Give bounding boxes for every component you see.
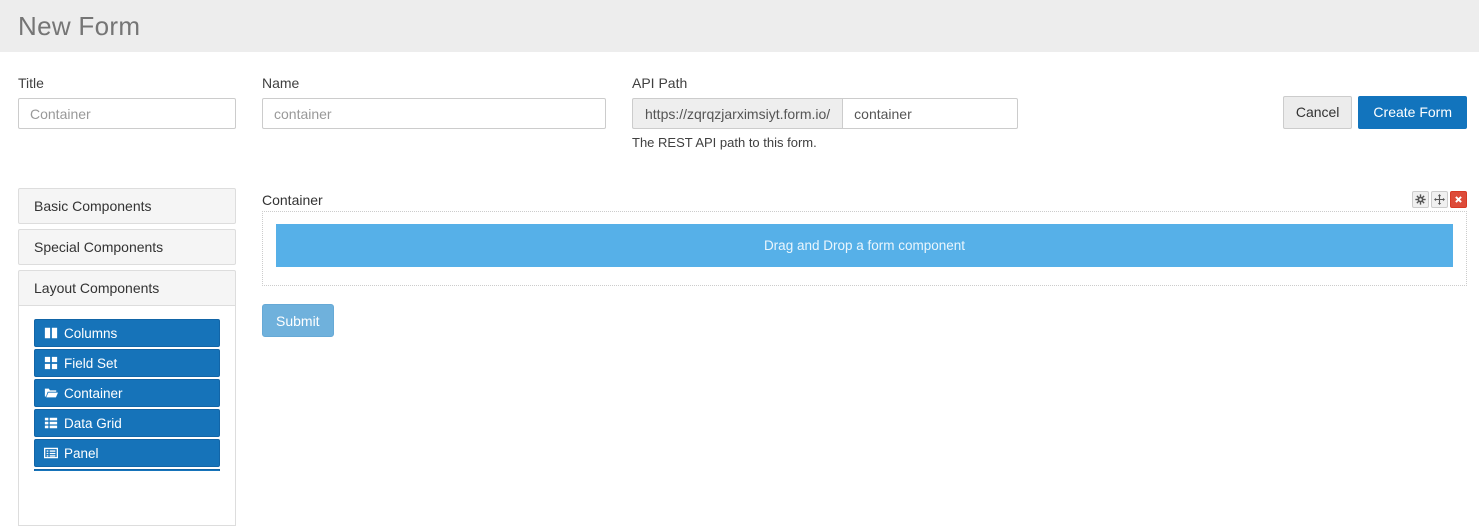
folder-open-icon: [44, 386, 58, 400]
sidebar-group-special-components[interactable]: Special Components: [18, 229, 236, 265]
dropzone[interactable]: Drag and Drop a form component: [276, 224, 1453, 267]
container-component-title: Container: [262, 192, 323, 208]
api-path-input[interactable]: [842, 98, 1019, 129]
list-alt-icon: [44, 446, 58, 460]
cancel-button[interactable]: Cancel: [1282, 96, 1353, 129]
gear-icon[interactable]: [1412, 191, 1429, 208]
builder-canvas: Container Drag and Drop a form component…: [262, 188, 1467, 337]
th-large-icon: [44, 356, 58, 370]
api-path-label: API Path: [632, 75, 688, 91]
component-label: Field Set: [64, 355, 118, 371]
sidebar-group-basic-components[interactable]: Basic Components: [18, 188, 236, 224]
api-path-input-group: https://zqrqzjarximsiyt.form.io/: [632, 98, 1020, 129]
form-actions: Cancel Create Form: [1282, 96, 1467, 129]
page-header: New Form: [0, 0, 1479, 52]
remove-icon[interactable]: [1450, 191, 1467, 208]
create-form-button[interactable]: Create Form: [1358, 96, 1467, 129]
title-field-group: Title: [18, 75, 236, 129]
component-label: Panel: [64, 445, 99, 461]
dropzone-text: Drag and Drop a form component: [763, 238, 966, 253]
component-sidebar: Basic Components Special Components Layo…: [18, 188, 236, 526]
api-path-field-group: API Path https://zqrqzjarximsiyt.form.io…: [632, 75, 1020, 150]
component-toolbar: [1410, 191, 1467, 208]
name-label: Name: [262, 75, 300, 91]
component-button-panel[interactable]: Panel: [34, 439, 220, 467]
title-label: Title: [18, 75, 44, 91]
component-button-columns[interactable]: Columns: [34, 319, 220, 347]
component-label: Data Grid: [64, 415, 122, 431]
columns-icon: [44, 326, 58, 340]
group-label: Layout Components: [34, 280, 160, 296]
form-settings-row: Title Name API Path https://zqrqzjarxims…: [0, 52, 1479, 150]
component-label: Container: [64, 385, 123, 401]
component-button-field-set[interactable]: Field Set: [34, 349, 220, 377]
name-field-group: Name: [262, 75, 606, 129]
group-label: Special Components: [34, 239, 164, 255]
sidebar-group-layout-components[interactable]: Layout Components: [18, 270, 236, 306]
api-path-prefix: https://zqrqzjarximsiyt.form.io/: [632, 98, 843, 129]
th-list-icon: [44, 416, 58, 430]
component-button-data-grid[interactable]: Data Grid: [34, 409, 220, 437]
move-icon[interactable]: [1431, 191, 1448, 208]
container-dropzone-border: Drag and Drop a form component: [262, 211, 1467, 286]
submit-button[interactable]: Submit: [262, 304, 334, 337]
component-label: Columns: [64, 325, 118, 341]
api-path-help-text: The REST API path to this form.: [632, 135, 817, 150]
container-component-header: Container: [262, 188, 1467, 208]
layout-components-panel: Columns Field Set Container Data Grid: [18, 306, 236, 526]
component-button-partial[interactable]: [34, 469, 220, 471]
builder-main: Basic Components Special Components Layo…: [0, 188, 1479, 526]
title-input[interactable]: [18, 98, 236, 129]
group-label: Basic Components: [34, 198, 152, 214]
name-input[interactable]: [262, 98, 606, 129]
page-title: New Form: [18, 10, 141, 41]
component-button-container[interactable]: Container: [34, 379, 220, 407]
